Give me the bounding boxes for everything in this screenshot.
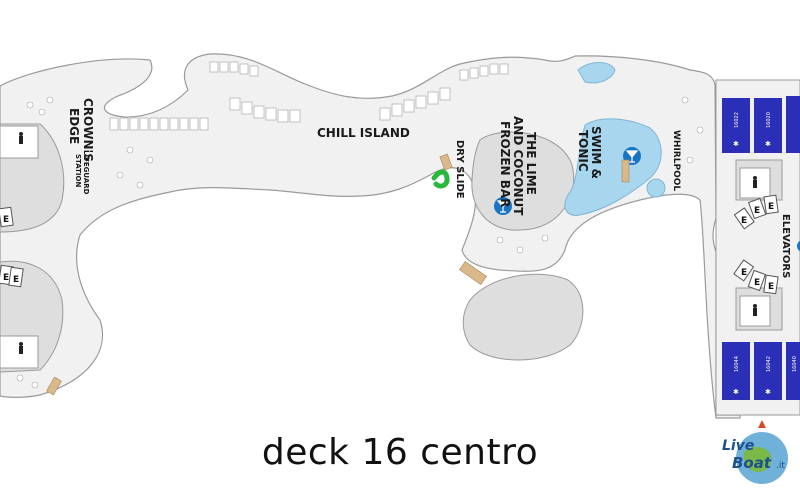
star-icon: ✱: [765, 140, 771, 148]
bar-icon: [494, 147, 641, 215]
lifeguard-station-label: LIFEGUARD STATION: [74, 150, 90, 195]
lower-island-area: [462, 273, 584, 361]
small-tables: [16, 96, 704, 389]
cabin: [754, 342, 782, 400]
sunbeds: [109, 61, 509, 131]
left-elevators: E E E: [0, 206, 24, 288]
svg-text:E: E: [754, 206, 760, 216]
whirlpool-pool: [646, 178, 666, 198]
upper-pool: [577, 62, 616, 84]
star-icon: ✱: [765, 388, 771, 396]
cabins-bottom: 16044 16042 16040 ✱ ✱: [722, 342, 800, 400]
map-caption: deck 16 centro: [261, 432, 539, 473]
dry-slide-label: DRY SLIDE: [454, 140, 465, 199]
svg-text:THE LIME: THE LIME: [524, 132, 538, 195]
star-icon: ✱: [733, 388, 739, 396]
svg-text:Live: Live: [722, 438, 754, 454]
svg-text:E: E: [741, 268, 747, 278]
lime-bar-label: THE LIME AND COCONUT FROZEN BAR: [498, 116, 538, 216]
svg-text:AND COCONUT: AND COCONUT: [511, 116, 525, 216]
toilet-icon: [19, 132, 23, 354]
cabin-number: 16042: [766, 356, 772, 372]
svg-text:E: E: [754, 278, 760, 288]
svg-text:LIFEGUARD: LIFEGUARD: [82, 150, 90, 195]
cabin: [754, 98, 782, 153]
whirlpool-label: WHIRLPOOL: [671, 130, 681, 191]
elevators-label: ELEVATORS: [780, 214, 791, 278]
svg-text:E: E: [768, 282, 774, 292]
cabin: [722, 342, 750, 400]
swim-tonic-label: SWIM & TONIC: [576, 126, 603, 179]
cabin: [786, 342, 800, 400]
cabin: [722, 98, 750, 153]
right-elevators: E E E E E E: [733, 194, 779, 295]
svg-text:E: E: [768, 202, 774, 212]
cabin-number: 16040: [792, 356, 798, 372]
star-icon: ✱: [733, 140, 739, 148]
crowns-edge-label: CROWN'S EDGE: [67, 98, 95, 162]
cabin-number: 16044: [734, 356, 740, 372]
cabin-number: 16020: [766, 112, 772, 128]
dry-slide: [431, 169, 450, 189]
liveboat-logo: Live Boat .it: [722, 420, 788, 484]
cabin-number: 16022: [734, 112, 740, 128]
cabins-top: 16022 16020 ✱ ✱: [722, 96, 800, 153]
svg-text:EDGE: EDGE: [67, 108, 81, 144]
svg-text:.it: .it: [776, 461, 785, 471]
chill-island-label: CHILL ISLAND: [317, 126, 410, 140]
wood-deck: [46, 153, 630, 396]
deck-surface: [0, 53, 741, 419]
svg-text:SWIM &: SWIM &: [589, 126, 603, 179]
swim-tonic-pool: [564, 118, 662, 216]
svg-text:E: E: [13, 275, 19, 285]
cabin: [786, 96, 800, 153]
svg-text:E: E: [3, 273, 9, 283]
svg-text:CROWN'S: CROWN'S: [81, 98, 95, 162]
svg-text:Boat: Boat: [732, 454, 772, 472]
toilet-icon: [753, 176, 757, 316]
partial-bar-icon: [797, 240, 800, 252]
svg-text:E: E: [741, 216, 747, 226]
svg-text:E: E: [3, 215, 9, 225]
svg-text:TONIC: TONIC: [576, 130, 590, 172]
svg-text:FROZEN BAR: FROZEN BAR: [498, 121, 512, 207]
svg-text:STATION: STATION: [74, 154, 82, 187]
